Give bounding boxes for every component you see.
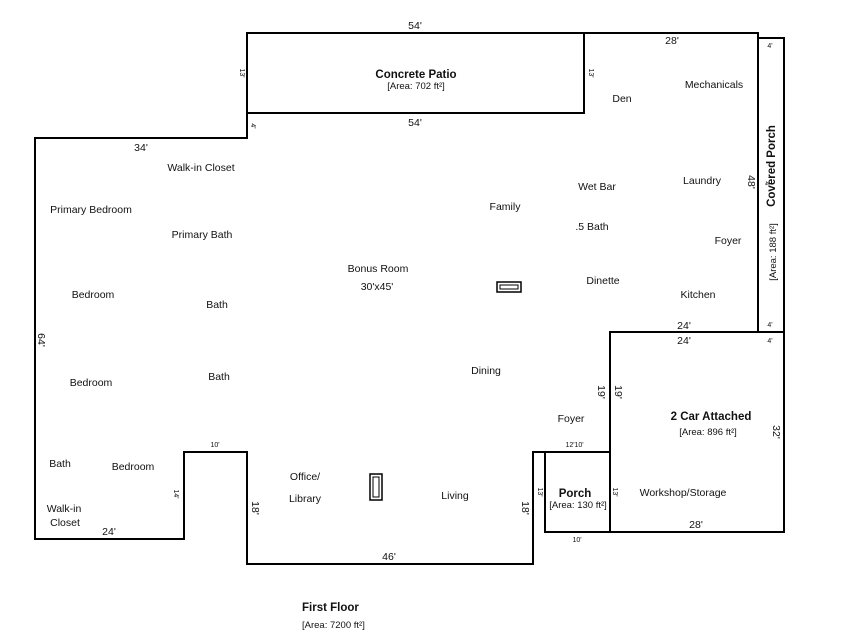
patio-title: Concrete Patio (375, 69, 456, 81)
fireplace-symbol (496, 281, 522, 293)
covered-porch-area: [Area: 188 ft²] (768, 223, 779, 281)
room-library: Library (289, 493, 322, 505)
concrete-patio (246, 32, 585, 114)
dim-porch-4-lower: 4' (767, 338, 772, 345)
dim-right-24-upper: 24' (677, 320, 691, 332)
room-kitchen: Kitchen (680, 289, 715, 301)
dim-left-top: 34' (134, 142, 148, 154)
room-bonus: Bonus Room (348, 263, 409, 275)
dim-garage-19-b: 19' (612, 385, 624, 399)
room-foyer-right: Foyer (715, 235, 742, 247)
dim-porch-top: 4' (767, 43, 772, 50)
dim-patio-left: 13' (238, 68, 245, 77)
covered-porch (758, 37, 785, 332)
dim-porch-side: 48' (745, 175, 757, 189)
dim-garage-19-a: 19' (595, 385, 607, 399)
dim-notch-10: 10' (210, 442, 219, 449)
fireplace-symbol-2 (369, 473, 383, 501)
dim-garage-28: 28' (689, 519, 703, 531)
room-wet-bar: Wet Bar (578, 181, 616, 193)
garage-area: [Area: 896 ft²] (679, 427, 737, 438)
dim-patio-bottom: 54' (408, 117, 422, 129)
room-bath-2: Bath (208, 371, 230, 383)
room-walk-in-closet-top: Walk-in Closet (167, 162, 234, 174)
room-workshop: Workshop/Storage (640, 487, 727, 499)
room-mechanicals: Mechanicals (685, 79, 743, 91)
room-bedroom-1: Bedroom (72, 289, 115, 301)
dim-porch-13-left: 13' (536, 487, 543, 496)
dim-bottom-46: 46' (382, 551, 396, 563)
porch-area: [Area: 130 ft²] (549, 500, 607, 511)
dim-garage-32: 32' (770, 425, 782, 439)
dim-patio-right: 13' (587, 68, 594, 77)
dim-patio-gap: 4' (249, 123, 256, 128)
room-laundry: Laundry (683, 175, 722, 187)
room-primary-bedroom: Primary Bedroom (50, 204, 132, 216)
room-dinette: Dinette (586, 275, 619, 287)
dim-bottom-24: 24' (102, 526, 116, 538)
floor-title: First Floor (302, 602, 359, 614)
porch-title: Porch (559, 488, 592, 500)
dim-porch-small: 4' (763, 181, 770, 186)
patio-area: [Area: 702 ft²] (387, 81, 445, 92)
dim-top-right: 28' (665, 35, 679, 47)
dim-living-18-left: 18' (249, 501, 261, 515)
dim-right-24-lower: 24' (677, 335, 691, 347)
room-bath-3: Bath (49, 458, 71, 470)
covered-porch-title: Covered Porch (766, 125, 778, 207)
floor-area: [Area: 7200 ft²] (302, 620, 365, 631)
garage-outline (609, 331, 785, 533)
room-dining: Dining (471, 365, 501, 377)
fireplace-symbol-2-inner (372, 476, 380, 498)
dim-patio-top: 54' (408, 20, 422, 32)
room-closet: Closet (50, 517, 80, 529)
room-primary-bath: Primary Bath (172, 229, 233, 241)
dim-living-18-right: 18' (519, 501, 531, 515)
dim-porch-12: 12' (565, 442, 574, 449)
garage-title: 2 Car Attached (671, 411, 752, 423)
room-bedroom-3: Bedroom (112, 461, 155, 473)
dim-porch-10-top: 10' (574, 442, 583, 449)
room-family: Family (490, 201, 522, 213)
room-office: Office/ (290, 471, 320, 483)
dim-porch-10-bottom: 10' (572, 537, 581, 544)
room-bath-1: Bath (206, 299, 228, 311)
fireplace-symbol-inner (499, 284, 519, 290)
dim-porch-13-right: 13' (611, 487, 618, 496)
dim-porch-bottom: 4' (767, 322, 772, 329)
room-walk-in: Walk-in (47, 503, 82, 515)
dim-left-side: 64' (35, 333, 47, 347)
room-foyer-lower: Foyer (558, 413, 585, 425)
room-living: Living (441, 490, 469, 502)
front-porch (544, 452, 610, 533)
room-half-bath: .5 Bath (575, 221, 608, 233)
room-bonus-size: 30'x45' (361, 281, 394, 293)
room-bedroom-2: Bedroom (70, 377, 113, 389)
room-den: Den (612, 93, 631, 105)
dim-notch-14: 14' (172, 489, 179, 498)
